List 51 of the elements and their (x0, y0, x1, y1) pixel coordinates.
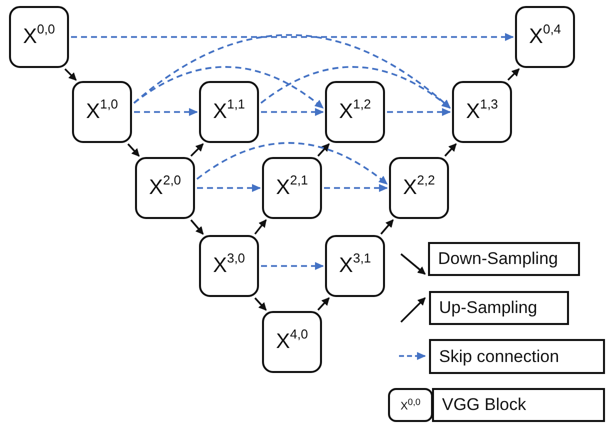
arrow (190, 219, 204, 235)
skip-arrow (133, 34, 451, 109)
vgg-block-box (135, 157, 195, 219)
arrow (317, 297, 330, 311)
arrow (190, 143, 204, 157)
vgg-block-box (72, 81, 132, 143)
vgg-block-box (262, 157, 322, 219)
vgg-block-box (9, 6, 69, 68)
block-label: X$^{1,2}$ (338, 100, 372, 124)
vgg-block-box (452, 81, 512, 143)
block-label: X$^{2,1}$ (276, 176, 308, 200)
legend-label: Down-Sampling (438, 249, 558, 269)
block-label: X$^{3,1}$ (338, 254, 372, 278)
vgg-block-box (262, 311, 322, 373)
skip-arrow (260, 66, 451, 109)
vgg-block-box (325, 81, 385, 143)
skip-arrow (133, 66, 324, 109)
vgg-block-box (515, 6, 575, 68)
skip-arrow (71, 33, 514, 41)
block-label: X$^{4,0}$ (276, 330, 308, 354)
skip-arrow (134, 108, 198, 116)
skip-arrow (324, 184, 388, 192)
arrow (444, 143, 457, 157)
skip-arrow (261, 108, 324, 116)
block-label: X$^{1,3}$ (466, 100, 498, 124)
arrow (507, 68, 520, 81)
vgg-block-box (199, 235, 259, 297)
block-label: X$^{1,0}$ (86, 100, 118, 124)
arrow (254, 297, 267, 311)
skip-arrow (387, 108, 451, 116)
skip-arrow (261, 262, 324, 270)
block-label: X$^{3,0}$ (212, 254, 246, 278)
legend-label: VGG Block (442, 395, 526, 415)
arrow (254, 219, 267, 235)
block-label: X$^{2,2}$ (402, 176, 436, 200)
block-label: X$^{1,1}$ (212, 100, 246, 124)
block-label: X$^{2,0}$ (148, 176, 182, 200)
arrow (380, 219, 394, 235)
block-label: X$^{0,0}$ (22, 25, 56, 49)
vgg-block-box (199, 81, 259, 143)
arrow (64, 68, 77, 81)
skip-arrow (196, 142, 388, 185)
skip-arrow (197, 184, 261, 192)
sample-label: X$^{0,0}$ (400, 397, 421, 413)
vgg-block-box (389, 157, 449, 219)
vgg-block-box (325, 235, 385, 297)
legend-label: Up-Sampling (439, 298, 538, 318)
arrow (127, 143, 140, 157)
arrow (317, 143, 330, 157)
block-label: X$^{0,4}$ (528, 25, 562, 49)
legend-label: Skip connection (439, 346, 560, 366)
